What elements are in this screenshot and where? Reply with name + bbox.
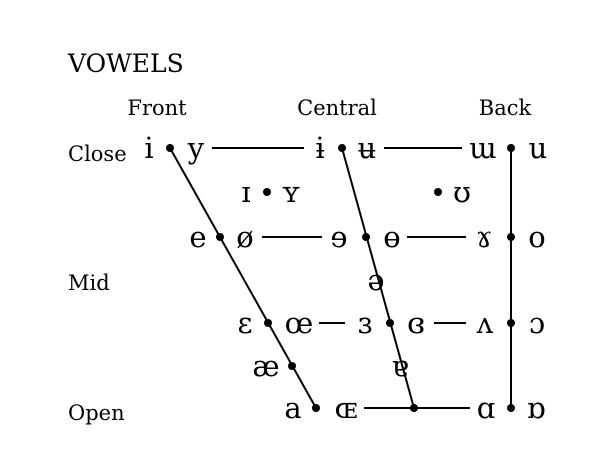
vowel-open-front-unrounded: a	[284, 391, 301, 425]
dot-near-close-back	[434, 188, 442, 196]
dot-close-central	[338, 144, 346, 152]
row-label-open: Open	[68, 401, 125, 425]
column-label-back: Back	[479, 96, 532, 120]
column-label-central: Central	[297, 96, 377, 120]
vowel-close-mid-back-rounded: o	[528, 220, 545, 254]
vowel-open-mid-front-rounded: œ	[285, 306, 314, 340]
dot-close-mid-central	[362, 233, 370, 241]
dot-open-front	[312, 404, 320, 412]
vowel-near-open-front-unrounded: æ	[252, 349, 279, 383]
column-label-front: Front	[127, 96, 187, 120]
vowel-close-central-rounded: ʉ	[358, 131, 377, 165]
dot-close-mid-front	[216, 233, 224, 241]
vowel-mid-central: ə	[367, 263, 384, 297]
dot-close-back	[507, 144, 515, 152]
vowel-open-mid-front-unrounded: ɛ	[237, 306, 252, 340]
vowel-open-mid-central-unrounded: ɜ	[358, 306, 373, 340]
dot-open-mid-back	[507, 319, 515, 327]
vowel-close-back-rounded: u	[529, 131, 548, 165]
vowel-near-close-front-rounded: ʏ	[281, 175, 300, 209]
vowel-close-front-unrounded: i	[144, 131, 153, 165]
dot-open-mid-front	[264, 319, 272, 327]
vowel-open-back-rounded: ɒ	[527, 391, 546, 425]
vowel-near-open-central: ɐ	[391, 349, 408, 383]
dot-open-mid-central	[386, 319, 394, 327]
dot-close-mid-back	[507, 233, 515, 241]
dot-open-back	[507, 404, 515, 412]
vowel-close-mid-front-unrounded: e	[189, 220, 206, 254]
vowel-symbols: i y ɨ ʉ ɯ u ɪ ʏ ʊ e ø ɘ ɵ ɤ o ə ɛ œ ɜ ɞ …	[144, 131, 547, 425]
vowel-near-close-front-unrounded: ɪ	[241, 175, 250, 209]
vowel-open-front-rounded: ɶ	[335, 391, 358, 425]
vowel-open-mid-back-rounded: ɔ	[529, 306, 545, 340]
vowel-close-mid-front-rounded: ø	[236, 220, 253, 254]
vowel-near-close-back-rounded: ʊ	[453, 175, 471, 209]
vowel-open-mid-back-unrounded: ʌ	[476, 306, 494, 340]
dot-close-front	[166, 144, 174, 152]
dot-open-central	[410, 404, 418, 412]
row-label-mid: Mid	[68, 271, 110, 295]
dot-near-close-front	[263, 188, 271, 196]
dot-near-open-front	[288, 362, 296, 370]
chart-dots	[166, 144, 515, 412]
vowel-close-mid-back-unrounded: ɤ	[476, 220, 492, 254]
vowel-open-back-unrounded: ɑ	[477, 391, 496, 425]
row-label-close: Close	[68, 142, 127, 166]
central-diagonal-line	[341, 147, 415, 409]
vowel-close-front-rounded: y	[187, 131, 205, 165]
chart-title: VOWELS	[67, 49, 184, 78]
vowel-close-back-unrounded: ɯ	[469, 131, 497, 165]
vowel-close-mid-central-rounded: ɵ	[383, 220, 400, 254]
vowel-close-mid-central-unrounded: ɘ	[330, 220, 347, 254]
vowel-close-central-unrounded: ɨ	[315, 131, 324, 165]
vowel-open-mid-central-rounded: ɞ	[407, 306, 425, 340]
